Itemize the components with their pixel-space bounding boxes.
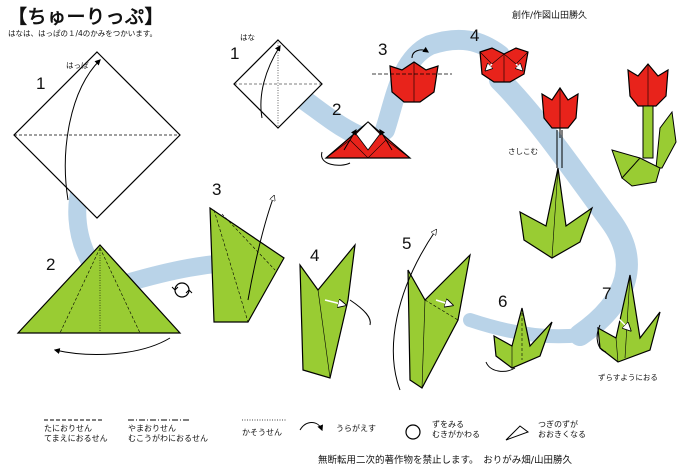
legend-line-samples — [44, 419, 530, 441]
author-credit: 創作/作図山田勝久 — [512, 11, 588, 21]
leaf-step1-square — [13, 51, 181, 219]
leaf-step4-number: 4 — [310, 246, 320, 265]
leaf-with-stem — [519, 130, 594, 259]
flower-step2-number: 2 — [332, 100, 342, 119]
page-title: 【ちゅーりっぷ】 — [8, 6, 165, 28]
legend-mountain-fold: やまおりせん むこうがわにおるせん — [128, 424, 208, 443]
legend-enlarge: つぎのずが おおきくなる — [538, 420, 586, 439]
leaf-step1-number: 1 — [36, 74, 46, 93]
leaf-step5-number: 5 — [402, 234, 412, 253]
page-subtitle: はなは、はっぱの１/4のかみをつかいます。 — [8, 29, 158, 38]
leaf-step7-number: 7 — [602, 284, 612, 303]
flower-step3-number: 3 — [378, 40, 388, 59]
leaf-step7-label: ずらすようにおる — [598, 373, 658, 382]
leaf-step3-shape — [209, 196, 285, 323]
flower-step4-shape — [479, 47, 529, 83]
leaf-step5-shape — [392, 230, 471, 391]
flower-step1-label: はな — [240, 33, 255, 42]
flower-step1-number: 1 — [230, 44, 240, 63]
leaf-step2-triangle — [16, 244, 182, 355]
leaf-step3-number: 3 — [212, 180, 222, 199]
flower-step2-shape — [321, 121, 412, 166]
legend-crease: かそうせん — [242, 428, 282, 437]
copyright-notice: 無断転用二次的著作物を禁止します。 おりがみ畑/山田勝久 — [318, 455, 573, 466]
legend-valley-fold: たにおりせん てまえにおるせん — [44, 424, 108, 443]
insert-label: さしこむ — [508, 147, 538, 156]
legend-rotate: ずをみる むきがかわる — [432, 420, 480, 439]
leaf-step4-shape — [299, 243, 371, 379]
flower-head — [541, 86, 579, 138]
leaf-step6-number: 6 — [498, 292, 508, 311]
legend-turn-over: うらがえす — [336, 424, 376, 433]
leaf-step2-number: 2 — [46, 255, 56, 274]
leaf-step6-shape — [485, 307, 553, 372]
flower-step4-number: 4 — [470, 26, 480, 45]
rotate-icon — [171, 282, 193, 298]
flower-step1-square — [233, 39, 323, 129]
leaf-step7-shape — [596, 274, 661, 363]
finished-tulip — [611, 63, 677, 187]
leaf-step1-label: はっぱ — [66, 61, 89, 70]
flower-step3-shape — [372, 46, 452, 103]
